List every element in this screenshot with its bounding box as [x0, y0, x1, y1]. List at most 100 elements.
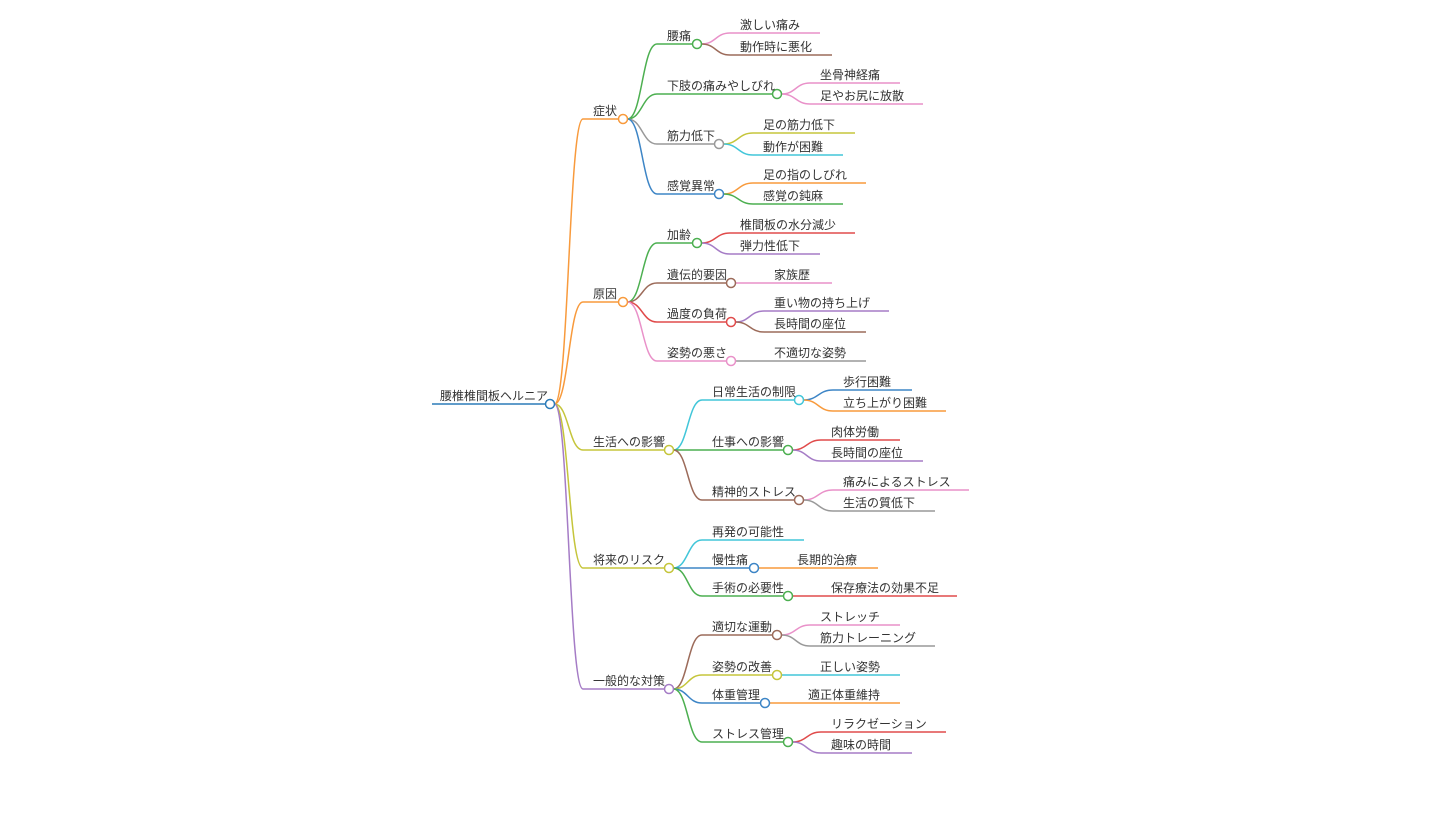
subtopic-node-label[interactable]: 姿勢の悪さ — [667, 345, 727, 360]
collapse-toggle[interactable] — [793, 494, 805, 506]
branch-connector — [553, 403, 584, 690]
collapse-toggle[interactable] — [725, 277, 737, 289]
subtopic-node-label[interactable]: 適切な運動 — [712, 619, 772, 634]
branch-connector — [735, 310, 765, 323]
branch-connector — [627, 301, 658, 362]
topic-node-label[interactable]: 一般的な対策 — [593, 673, 665, 688]
collapse-toggle[interactable] — [663, 683, 675, 695]
branch-connector — [792, 741, 822, 754]
leaf-node-label[interactable]: 生活の質低下 — [843, 495, 915, 510]
leaf-node-label[interactable]: 適正体重維持 — [808, 687, 880, 702]
subtopic-node-label[interactable]: 姿勢の改善 — [712, 659, 772, 674]
collapse-toggle[interactable] — [771, 629, 783, 641]
leaf-node-label[interactable]: 立ち上がり困難 — [843, 395, 927, 410]
collapse-toggle[interactable] — [663, 562, 675, 574]
collapse-toggle[interactable] — [782, 590, 794, 602]
root-node-label[interactable]: 腰椎椎間板ヘルニア — [440, 388, 548, 403]
leaf-node-label[interactable]: 弾力性低下 — [740, 239, 800, 253]
leaf-node-label[interactable]: 坐骨神経痛 — [820, 67, 880, 82]
subtopic-node-label[interactable]: 筋力低下 — [667, 128, 715, 143]
collapse-toggle[interactable] — [713, 138, 725, 150]
branch-connector — [792, 439, 822, 451]
branch-connector — [723, 193, 754, 205]
collapse-toggle[interactable] — [759, 697, 771, 709]
leaf-node-label[interactable]: リラクゼーション — [831, 717, 927, 731]
branch-connector — [792, 449, 822, 462]
subtopic-node-label[interactable]: 体重管理 — [712, 687, 760, 702]
topic-node-label[interactable]: 将来のリスク — [593, 553, 665, 567]
subtopic-node-label[interactable]: 加齢 — [667, 227, 691, 242]
collapse-toggle[interactable] — [793, 394, 805, 406]
collapse-toggle[interactable] — [691, 38, 703, 50]
branch-connector — [553, 118, 584, 405]
leaf-node-label[interactable]: 足の筋力低下 — [763, 117, 835, 132]
collapse-toggle[interactable] — [713, 188, 725, 200]
branch-connector — [627, 242, 658, 303]
leaf-node-label[interactable]: 肉体労働 — [831, 425, 879, 439]
collapse-toggle[interactable] — [782, 444, 794, 456]
branch-connector — [723, 132, 754, 145]
branch-connector — [554, 403, 584, 451]
collapse-toggle[interactable] — [725, 316, 737, 328]
leaf-node-label[interactable]: 椎間板の水分減少 — [740, 217, 836, 232]
leaf-node-label[interactable]: 再発の可能性 — [712, 525, 784, 539]
collapse-toggle[interactable] — [544, 398, 556, 410]
branch-connector — [723, 182, 754, 195]
branch-connector — [781, 82, 811, 95]
subtopic-node-label[interactable]: 精神的ストレス — [712, 484, 796, 499]
collapse-toggle[interactable] — [782, 736, 794, 748]
leaf-node-label[interactable]: 不適切な姿勢 — [774, 345, 846, 360]
branch-connector — [627, 282, 658, 303]
branch-connector — [553, 403, 584, 569]
subtopic-node-label[interactable]: 過度の負荷 — [667, 306, 727, 321]
leaf-node-label[interactable]: 歩行困難 — [843, 374, 891, 389]
subtopic-node-label[interactable]: 下肢の痛みやしびれ — [667, 78, 775, 93]
collapse-toggle[interactable] — [771, 88, 783, 100]
collapse-toggle[interactable] — [617, 113, 629, 125]
leaf-node-label[interactable]: 正しい姿勢 — [820, 659, 880, 674]
collapse-toggle[interactable] — [725, 355, 737, 367]
leaf-node-label[interactable]: 感覚の鈍麻 — [763, 188, 823, 203]
collapse-toggle[interactable] — [617, 296, 629, 308]
leaf-node-label[interactable]: 動作が困難 — [763, 139, 823, 154]
branch-connector — [627, 118, 658, 195]
topic-node-label[interactable]: 症状 — [593, 103, 617, 118]
subtopic-node-label[interactable]: 慢性痛 — [712, 552, 748, 567]
leaf-node-label[interactable]: 趣味の時間 — [831, 737, 891, 752]
leaf-node-label[interactable]: 保存療法の効果不足 — [831, 580, 939, 595]
branch-connector — [673, 399, 703, 451]
collapse-toggle[interactable] — [771, 669, 783, 681]
subtopic-node-label[interactable]: 仕事への影響 — [712, 434, 784, 449]
leaf-node-label[interactable]: 長時間の座位 — [774, 316, 846, 331]
branch-connector — [701, 32, 731, 45]
collapse-toggle[interactable] — [663, 444, 675, 456]
branch-connector — [627, 43, 658, 120]
leaf-node-label[interactable]: 重い物の持ち上げ — [774, 295, 870, 310]
leaf-node-label[interactable]: 激しい痛み — [740, 17, 800, 32]
leaf-node-label[interactable]: 足やお尻に放散 — [820, 88, 904, 103]
leaf-node-label[interactable]: 動作時に悪化 — [740, 40, 812, 54]
leaf-node-label[interactable]: ストレッチ — [820, 610, 880, 624]
collapse-toggle[interactable] — [691, 237, 703, 249]
branch-connector — [792, 731, 822, 743]
topic-node-label[interactable]: 生活への影響 — [593, 434, 665, 449]
leaf-node-label[interactable]: 家族歴 — [774, 267, 810, 282]
subtopic-node-label[interactable]: ストレス管理 — [712, 726, 784, 741]
branch-connector — [554, 301, 584, 405]
branch-connector — [673, 539, 703, 569]
leaf-node-label[interactable]: 筋力トレーニング — [820, 630, 916, 645]
leaf-node-label[interactable]: 長時間の座位 — [831, 445, 903, 460]
subtopic-node-label[interactable]: 手術の必要性 — [712, 581, 784, 595]
topic-node-label[interactable]: 原因 — [593, 287, 617, 301]
subtopic-node-label[interactable]: 感覚異常 — [667, 178, 715, 193]
collapse-toggle[interactable] — [748, 562, 760, 574]
branch-connector — [723, 143, 754, 156]
subtopic-node-label[interactable]: 腰痛 — [667, 28, 691, 43]
branch-connector — [701, 232, 731, 244]
leaf-node-label[interactable]: 足の指のしびれ — [763, 167, 847, 182]
leaf-node-label[interactable]: 痛みによるストレス — [843, 474, 951, 489]
subtopic-node-label[interactable]: 遺伝的要因 — [667, 267, 727, 282]
branch-connector — [781, 93, 811, 105]
subtopic-node-label[interactable]: 日常生活の制限 — [712, 385, 796, 399]
leaf-node-label[interactable]: 長期的治療 — [797, 552, 857, 567]
